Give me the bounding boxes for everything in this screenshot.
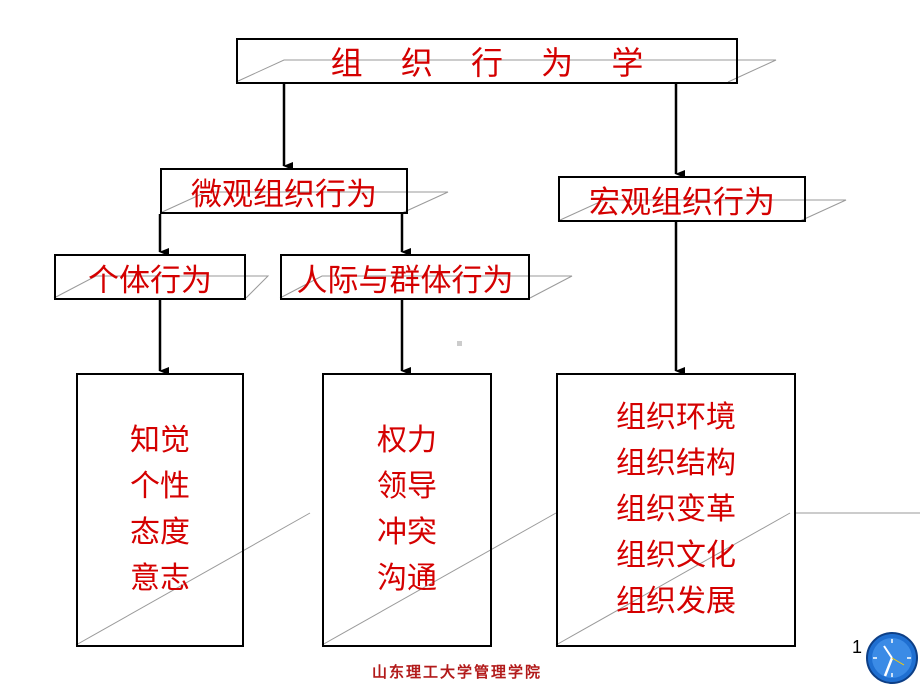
individual-box: 个体行为: [54, 254, 246, 300]
topic-item: 意志: [130, 561, 190, 596]
topic-item: 权力: [377, 423, 437, 458]
topic-item: 知觉: [130, 423, 190, 458]
topic-item: 组织环境: [616, 400, 736, 435]
decor-perspective-lines: [53, 59, 920, 646]
individual-topics-box: 知觉 个性 态度 意志: [76, 373, 244, 647]
macro-label: 宏观组织行为: [589, 184, 775, 221]
micro-box: 微观组织行为: [160, 168, 408, 214]
center-dot: [457, 341, 462, 346]
individual-label: 个体行为: [88, 262, 212, 299]
topic-item: 个性: [130, 469, 190, 504]
micro-label: 微观组织行为: [191, 176, 377, 213]
topic-item: 组织发展: [616, 584, 736, 619]
macro-topics-box: 组织环境 组织结构 组织变革 组织文化 组织发展: [556, 373, 796, 647]
footer-institution: 山东理工大学管理学院: [372, 663, 543, 681]
root-box: 组 织 行 为 学: [236, 38, 738, 84]
topic-item: 组织结构: [616, 446, 736, 481]
group-box: 人际与群体行为: [280, 254, 530, 300]
macro-box: 宏观组织行为: [558, 176, 806, 222]
topic-item: 冲突: [377, 515, 437, 550]
topic-item: 沟通: [377, 561, 437, 596]
page-number: 1: [852, 637, 863, 657]
group-topics-box: 权力 领导 冲突 沟通: [322, 373, 492, 647]
root-label: 组 织 行 为 学: [330, 44, 658, 82]
topic-item: 组织文化: [616, 538, 736, 573]
topic-item: 组织变革: [616, 492, 736, 527]
clock-icon: [866, 632, 918, 684]
group-label: 人际与群体行为: [296, 262, 514, 299]
connector-arrows: [158, 84, 685, 375]
topic-item: 领导: [377, 469, 437, 504]
topic-item: 态度: [130, 515, 190, 550]
